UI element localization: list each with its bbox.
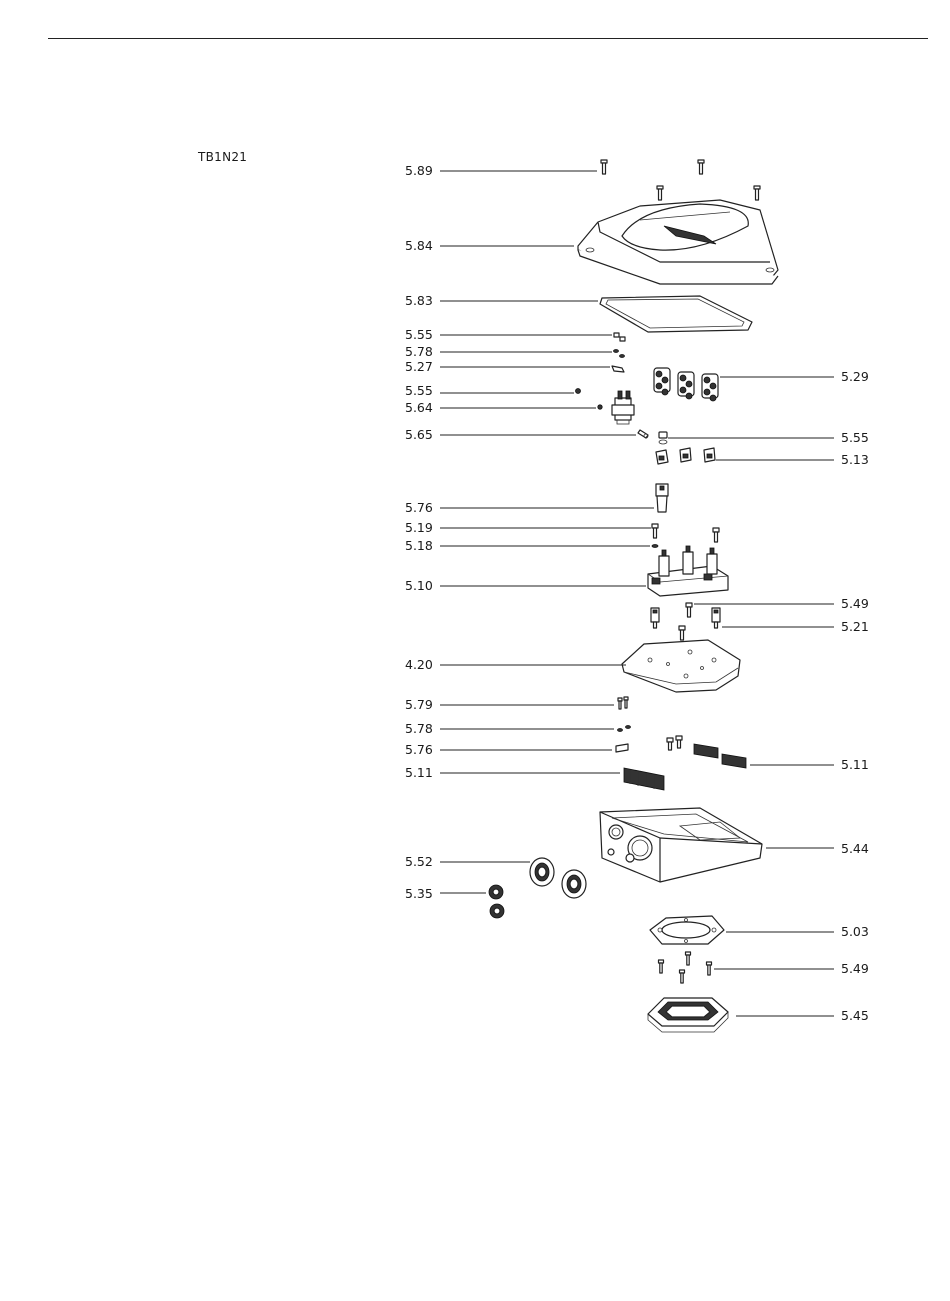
callout-label: 5.55	[405, 383, 433, 398]
callout-label: 5.11	[405, 765, 433, 780]
callout-label: 5.29	[841, 369, 869, 384]
housing-cover	[578, 200, 778, 284]
small-screws-pair	[618, 697, 628, 709]
mounting-plate	[622, 640, 740, 692]
cable-clamp-group	[654, 368, 718, 401]
contact-pin	[638, 430, 648, 438]
cable-lug	[656, 484, 668, 512]
callout-label: 5.55	[841, 430, 869, 445]
callout-label: 5.19	[405, 520, 433, 535]
base-screws	[652, 524, 719, 548]
cover-screws	[601, 160, 760, 200]
callout-label: 5.49	[841, 596, 869, 611]
callout-label: 5.03	[841, 924, 869, 939]
terminal-rails	[624, 736, 746, 790]
flange-gasket	[650, 916, 724, 944]
main-terminal-strip	[648, 546, 728, 596]
callout-label: 5.11	[841, 757, 869, 772]
callout-labels: 5.89 5.84 5.83 5.55 5.78 5.27 5.55 5.64 …	[405, 163, 869, 1023]
callout-label: 5.83	[405, 293, 433, 308]
callout-label: 5.65	[405, 427, 433, 442]
main-housing	[600, 808, 762, 882]
callout-label: 5.64	[405, 400, 433, 415]
callout-label: 5.49	[841, 961, 869, 976]
callout-label: 5.13	[841, 452, 869, 467]
terminal-brackets	[656, 448, 715, 464]
cable-glands-large	[530, 858, 586, 898]
hex-nut	[659, 432, 667, 444]
cover-gasket	[600, 296, 752, 332]
callout-label: 5.35	[405, 886, 433, 901]
washers-and-lug	[616, 726, 631, 753]
callout-label: 5.10	[405, 578, 433, 593]
callout-label: 5.27	[405, 359, 433, 374]
callout-label: 5.21	[841, 619, 869, 634]
callout-label: 5.89	[405, 163, 433, 178]
callout-label: 5.78	[405, 344, 433, 359]
callout-label: 5.79	[405, 697, 433, 712]
callout-label: 5.55	[405, 327, 433, 342]
callout-label: 5.18	[405, 538, 433, 553]
callout-label: 5.45	[841, 1008, 869, 1023]
callout-label: 5.76	[405, 500, 433, 515]
callout-label: 5.78	[405, 721, 433, 736]
base-frame	[648, 998, 728, 1032]
callout-label: 5.76	[405, 742, 433, 757]
flange-screws	[659, 952, 712, 983]
callout-label: 5.84	[405, 238, 433, 253]
standoffs	[651, 603, 720, 640]
terminal-block-small	[612, 391, 634, 424]
callout-label: 4.20	[405, 657, 433, 672]
callout-label: 5.44	[841, 841, 869, 856]
cable-glands-small	[489, 885, 504, 918]
callout-label: 5.52	[405, 854, 433, 869]
